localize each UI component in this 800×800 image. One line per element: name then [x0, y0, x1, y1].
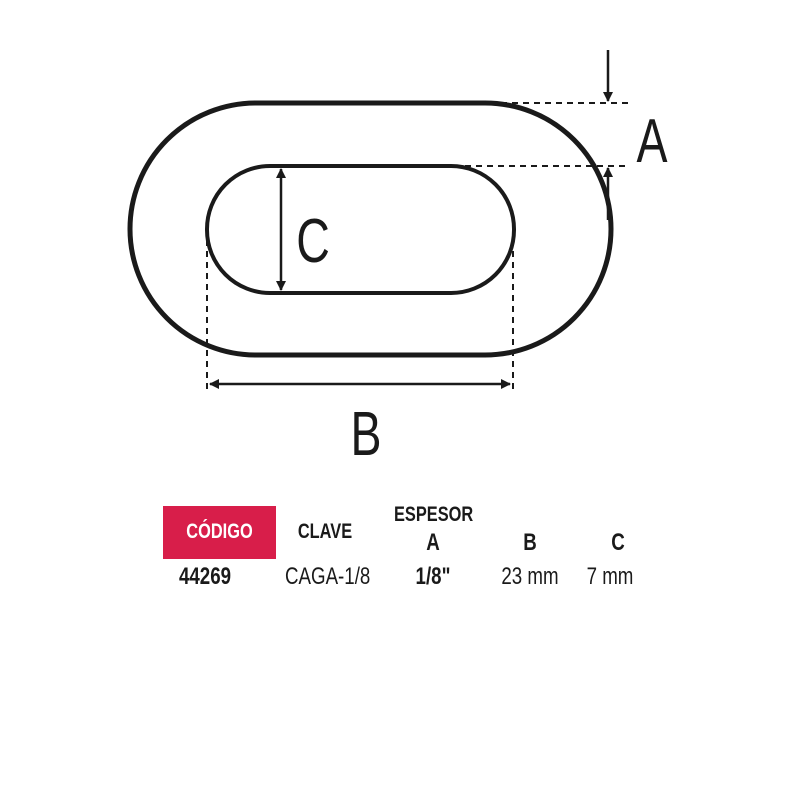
- label-b: B: [350, 398, 381, 468]
- value-b: 23 mm: [501, 563, 559, 590]
- outer-link-outline: [127, 100, 614, 358]
- header-b: B: [523, 529, 537, 556]
- value-codigo: 44269: [178, 563, 232, 590]
- header-espesor: ESPESOR: [394, 503, 474, 526]
- label-a: A: [636, 105, 667, 175]
- value-a: 1/8": [415, 563, 451, 590]
- label-c: C: [296, 205, 330, 275]
- codigo-header-badge: [163, 506, 276, 559]
- dimension-arrows: [209, 50, 613, 389]
- value-c: 7 mm: [586, 563, 634, 590]
- header-codigo: CÓDIGO: [186, 520, 253, 543]
- header-c: C: [611, 529, 625, 556]
- inner-link-outline: [205, 164, 516, 295]
- header-clave: CLAVE: [297, 520, 353, 543]
- header-a: A: [426, 529, 440, 556]
- value-clave: CAGA-1/8: [285, 563, 371, 590]
- dimension-guides: [206, 102, 628, 390]
